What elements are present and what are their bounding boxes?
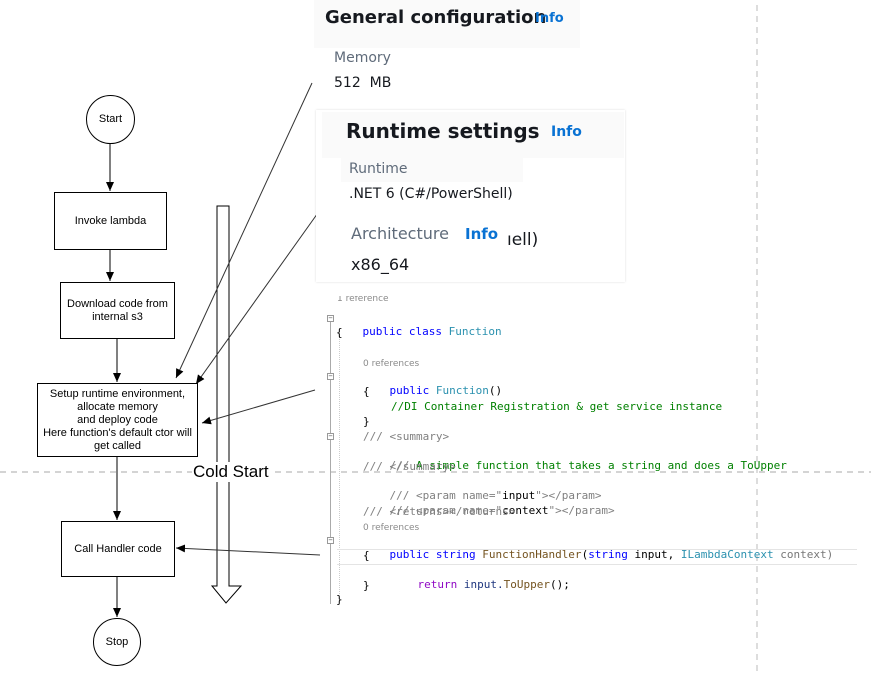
- code-handler-param2-type: ILambdaContext: [680, 548, 774, 561]
- code-refs-handler: 0 references: [363, 523, 420, 533]
- code-ctor-parens: (): [488, 384, 503, 397]
- collapse-box-icon[interactable]: −: [327, 432, 334, 440]
- code-class-name: Function: [448, 325, 502, 338]
- start-label: Start: [98, 113, 123, 125]
- code-brace-open: {: [336, 326, 343, 339]
- code-ctor-brace-open: {: [363, 385, 370, 398]
- cold-start-arrow: [210, 205, 243, 604]
- call-handler-label: Call Handler code: [74, 542, 162, 555]
- stop-label: Stop: [105, 635, 129, 648]
- code-doc-param-context: /// <param name="context"></param>: [363, 490, 615, 532]
- code-return-expr: input.: [457, 578, 504, 591]
- setup-line-3: and deploy code: [77, 413, 158, 426]
- general-info-link[interactable]: Info: [535, 11, 564, 26]
- indent-guide: [339, 336, 340, 594]
- invoke-lambda-label: Invoke lambda: [74, 214, 147, 227]
- stop-node: Stop: [93, 618, 141, 666]
- code-ctor-keyword: public: [389, 384, 430, 397]
- memory-value: 512 MB: [334, 75, 392, 91]
- pointer-handler-call: [175, 544, 321, 556]
- fold-guide-line: [330, 318, 331, 604]
- code-doc-summary-open: /// <summary>: [363, 430, 450, 443]
- code-refs-ctor: 0 references: [363, 359, 420, 369]
- pointer-ctor-setup: [201, 389, 316, 425]
- download-code-label: Download code from internal s3: [67, 297, 168, 323]
- pointer-memory-setup: [175, 82, 313, 379]
- runtime-overflow-text: ıell): [507, 230, 539, 250]
- code-doc-summary-close: /// </summary>: [363, 460, 456, 473]
- runtime-label: Runtime: [349, 161, 408, 177]
- code-doc-prefix: ///: [389, 459, 410, 472]
- general-config-title: General configuration: [325, 7, 547, 28]
- general-config-header: [314, 0, 580, 48]
- code-line-handler: public string FunctionHandler(string inp…: [389, 548, 834, 561]
- runtime-label-card: [341, 158, 523, 182]
- code-doc-param-name: context: [502, 504, 549, 517]
- code-doc-returns: /// <returns></returns>: [363, 505, 516, 518]
- code-handler-param2-name: context): [773, 548, 834, 561]
- code-doc-text: A simple function that takes a string an…: [409, 459, 787, 472]
- collapse-box-icon[interactable]: −: [327, 314, 334, 322]
- collapse-box-icon[interactable]: −: [327, 372, 334, 380]
- code-brace-close: }: [336, 593, 343, 606]
- code-doc-param-close: "></param>: [535, 489, 602, 502]
- code-line-return: return input.ToUpper();: [391, 564, 570, 606]
- current-line-highlight: [337, 549, 857, 565]
- download-code-node: Download code from internal s3: [60, 282, 175, 339]
- invoke-lambda-node: Invoke lambda: [54, 192, 167, 250]
- code-handler-param1-name: input,: [627, 548, 681, 561]
- architecture-label: Architecture: [351, 224, 449, 243]
- start-node: Start: [86, 95, 135, 144]
- code-doc-param-open: /// <param name=": [389, 504, 503, 517]
- code-editor: − − − − 1 reference public class Functio…: [325, 296, 865, 606]
- runtime-value: .NET 6 (C#/PowerShell): [349, 186, 513, 202]
- code-line-ctor: public Function(): [363, 370, 503, 412]
- code-doc-param-open: /// <param name=": [389, 489, 503, 502]
- memory-label: Memory: [334, 50, 391, 66]
- code-ctor-comment: //DI Container Registration & get servic…: [391, 400, 723, 413]
- code-handler-param1-type: string: [588, 548, 628, 561]
- pointer-runtime-setup: [195, 202, 326, 385]
- code-doc-summary-text: /// A simple function that takes a strin…: [363, 445, 787, 487]
- cold-start-label: Cold Start: [192, 462, 270, 482]
- code-doc-param-input: /// <param name="input"></param>: [363, 475, 602, 517]
- code-ctor-name: Function: [435, 384, 489, 397]
- code-handler-brace-open: {: [363, 549, 370, 562]
- code-line-class: public class Function: [336, 311, 502, 353]
- code-handler-keyword: public string: [389, 548, 476, 561]
- code-return-end: ();: [549, 578, 570, 591]
- code-return-call: ToUpper: [503, 578, 550, 591]
- runtime-settings-header: [322, 112, 624, 158]
- code-class-keyword: public class: [362, 325, 442, 338]
- code-doc-param-close: "></param>: [548, 504, 615, 517]
- collapse-box-icon[interactable]: −: [327, 536, 334, 544]
- architecture-info-link[interactable]: Info: [465, 225, 499, 243]
- setup-runtime-node: Setup runtime environment, allocate memo…: [37, 383, 198, 457]
- code-refs-top: 1 reference: [337, 296, 389, 304]
- code-ctor-brace-close: }: [363, 415, 370, 428]
- setup-line-2: allocate memory: [77, 400, 158, 413]
- code-return-keyword: return: [417, 578, 458, 591]
- runtime-settings-title: Runtime settings: [346, 119, 540, 143]
- architecture-value: x86_64: [351, 255, 410, 274]
- setup-line-5: get called: [93, 439, 142, 452]
- code-handler-name: FunctionHandler: [482, 548, 582, 561]
- setup-line-1: Setup runtime environment,: [49, 387, 186, 400]
- call-handler-node: Call Handler code: [61, 521, 175, 577]
- runtime-info-link[interactable]: Info: [551, 124, 582, 140]
- setup-line-4: Here function's default ctor will: [43, 426, 192, 439]
- code-handler-brace-close: }: [363, 579, 370, 592]
- code-doc-param-name: input: [502, 489, 536, 502]
